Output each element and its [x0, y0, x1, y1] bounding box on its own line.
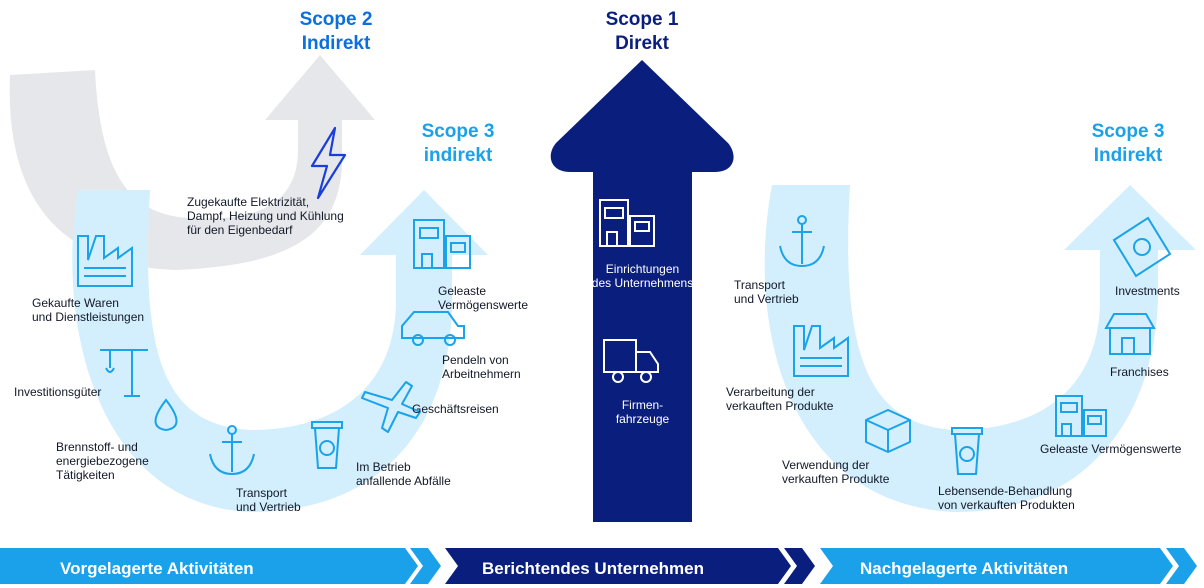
label-travel: Geschäftsreisen [412, 402, 499, 416]
band-company-chevron [784, 548, 815, 584]
label-leased-downstream: Geleaste Vermögenswerte [1040, 442, 1182, 456]
factory-icon [77, 235, 133, 287]
airplane-icon [361, 381, 421, 433]
label-use: Verwendung der verkauften Produkte [782, 458, 890, 486]
box-icon [865, 409, 911, 453]
truck-icon [603, 339, 659, 383]
band-upstream-label: Vorgelagerte Aktivitäten [60, 559, 254, 578]
label-goods: Gekaufte Waren und Dienstleistungen [32, 296, 145, 324]
label-capital: Investitionsgüter [14, 385, 102, 399]
label-processing: Verarbeitung der verkauften Produkte [726, 385, 834, 413]
scope2-heading: Scope 2 Indirekt [299, 9, 373, 54]
band-downstream-label: Nachgelagerte Aktivitäten [860, 559, 1069, 578]
label-facilities: Einrichtungen des Unternehmens [591, 262, 694, 290]
label-transport-upstream: Transport und Vertrieb [236, 486, 301, 514]
band-upstream-chevron [410, 548, 441, 584]
drop-icon [154, 398, 178, 432]
storefront-icon [1104, 313, 1156, 355]
label-leased-upstream: Geleaste Vermögenswerte [438, 284, 529, 312]
scope1-arrow [550, 60, 734, 522]
band-downstream [820, 548, 1173, 584]
label-vehicles: Firmen- fahrzeuge [615, 398, 670, 426]
band-company [445, 548, 791, 584]
label-waste: Im Betrieb anfallende Abfälle [356, 460, 451, 488]
label-eol: Lebensende-Behandlung von verkauften Pro… [938, 484, 1075, 512]
scope1-heading: Scope 1 Direkt [605, 9, 679, 54]
scope3-upstream-arrow [72, 190, 489, 512]
band-upstream [0, 548, 418, 584]
scope2-label: Zugekaufte Elektrizität, Dampf, Heizung … [187, 195, 344, 237]
crane-icon [100, 349, 148, 397]
band-downstream-chevron [1166, 548, 1197, 584]
waste-bin-icon [311, 421, 343, 469]
label-transport-downstream: Transport und Vertrieb [734, 278, 799, 306]
label-fuel: Brennstoff- und energiebezogene Tätigkei… [56, 440, 149, 482]
money-icon [1112, 216, 1172, 278]
building-icon [413, 219, 471, 269]
lightning-icon [310, 126, 347, 200]
band-company-label: Berichtendes Unternehmen [482, 559, 704, 578]
label-commuting: Pendeln von Arbeitnehmern [442, 353, 521, 381]
label-investments: Investments [1115, 284, 1180, 298]
label-franchises: Franchises [1110, 365, 1169, 379]
anchor-icon [209, 425, 255, 476]
anchor-icon-downstream [779, 215, 825, 268]
car-icon [401, 311, 465, 346]
waste-bin-icon-downstream [951, 427, 983, 475]
scope2-arrow [9, 55, 375, 270]
factory-icon-downstream [793, 325, 849, 377]
company-building-icon [599, 199, 655, 247]
scope3-downstream-arrow [764, 185, 1196, 512]
scope3-upstream-heading: Scope 3 indirekt [421, 121, 495, 166]
building-icon-downstream [1055, 395, 1107, 437]
scope3-downstream-heading: Scope 3 Indirekt [1091, 121, 1165, 166]
